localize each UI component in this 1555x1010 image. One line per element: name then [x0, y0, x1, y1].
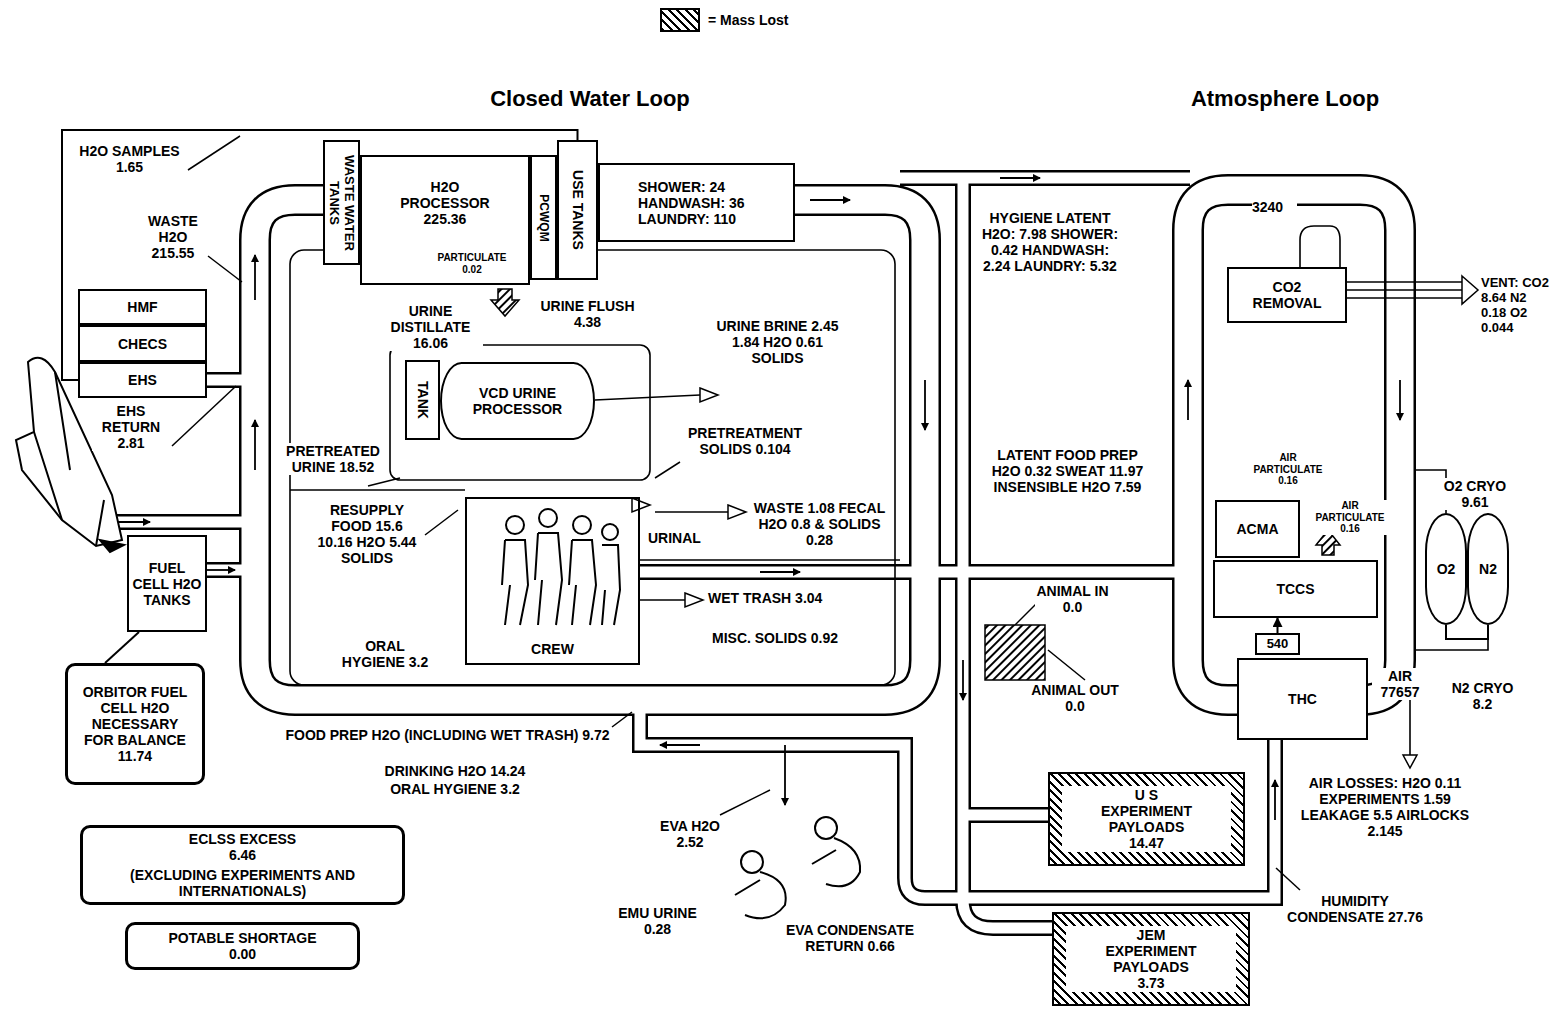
monitor-box: PCWQM [530, 155, 557, 280]
tank-box: TANK [405, 360, 440, 440]
node-text: EHS [128, 372, 157, 388]
node-text: JEM EXPERIMENT PAYLOADS 3.73 [1099, 927, 1204, 991]
flow-label: AIR PARTICULATE 0.16 [1248, 452, 1328, 487]
flow-label: ORAL HYGIENE 3.2 [330, 781, 580, 797]
flow-label: URINAL [648, 530, 718, 546]
subsystem-box: EHS [78, 362, 207, 398]
subsystem-box: HMF [78, 289, 207, 325]
flow-label: URINE DISTILLATE 16.06 [378, 303, 483, 351]
payload-box: U S EXPERIMENT PAYLOADS 14.47 [1048, 772, 1245, 866]
flow-label: AIR PARTICULATE 0.16 [1310, 500, 1390, 535]
connector [1277, 618, 1279, 633]
node-text: CO2 REMOVAL [1247, 279, 1327, 311]
process-box: TCCS [1213, 560, 1378, 618]
gas-tank: O2 [1425, 513, 1467, 625]
flow-label: ANIMAL IN 0.0 [1035, 583, 1110, 615]
flow-label: 3240 [1252, 199, 1297, 215]
flow-lines [290, 226, 1488, 755]
flow-label: MISC. SOLIDS 0.92 [712, 630, 872, 646]
node-text: HMF [127, 299, 157, 315]
section-heading: Atmosphere Loop [1135, 86, 1435, 111]
processor-cylinder: VCD URINE PROCESSOR [440, 362, 595, 440]
node-text: O2 [1437, 561, 1456, 577]
node-text: ORBITOR FUEL CELL H2O NECESSARY FOR BALA… [76, 684, 194, 764]
connector [62, 130, 578, 380]
section-heading: Closed Water Loop [440, 86, 740, 111]
summary-box: POTABLE SHORTAGE 0.00 [125, 922, 360, 970]
flow-label: HYGIENE LATENT H2O: 7.98 SHOWER: 0.42 HA… [980, 210, 1120, 274]
node-text: CHECS [118, 336, 167, 352]
gas-tank: N2 [1467, 513, 1509, 625]
flow-label: O2 CRYO 9.61 [1435, 478, 1515, 510]
node-text: TCCS [1276, 581, 1314, 597]
node-text: 540 [1267, 637, 1289, 651]
pipe-outline [100, 178, 1400, 928]
flow-label: PRETREATED URINE 18.52 [278, 443, 388, 475]
flow-label: AIR 77657 [1372, 668, 1428, 700]
node-text: N2 [1479, 561, 1497, 577]
flow-label: VENT: CO2 8.64 N2 0.18 O2 0.044 [1481, 276, 1549, 336]
node-text: THC [1288, 691, 1317, 707]
node-text: ECLSS EXCESS 6.46 [178, 831, 308, 863]
flow-label: EVA H2O 2.52 [650, 818, 730, 850]
summary-box: ECLSS EXCESS 6.46 (EXCLUDING EXPERIMENTS … [80, 825, 405, 905]
flow-label: EMU URINE 0.28 [610, 905, 705, 937]
payload-box: JEM EXPERIMENT PAYLOADS 3.73 [1052, 912, 1250, 1006]
leader-lines [172, 136, 1300, 890]
flow-label: HUMIDITY CONDENSATE 27.76 [1285, 893, 1425, 925]
flow-label: H2O SAMPLES 1.65 [72, 143, 187, 175]
legend-swatch [660, 8, 700, 32]
flow-arrows [110, 178, 1400, 820]
flow-label: RESUPPLY FOOD 15.6 10.16 H2O 5.44 SOLIDS [312, 502, 422, 566]
node-text: USE TANKS [570, 145, 586, 275]
flow-label: PRETREATMENT SOLIDS 0.104 [670, 425, 820, 457]
node-text: SHOWER: 24 HANDWASH: 36 LAUNDRY: 110 [638, 179, 788, 227]
flow-label: FOOD PREP H2O (INCLUDING WET TRASH) 9.72 [285, 727, 610, 743]
crew-figures [502, 509, 620, 625]
subsystem-box: CHECS [78, 325, 207, 362]
flow-label: WET TRASH 3.04 [708, 590, 848, 606]
node-text: TANK [415, 365, 431, 435]
pipe-interior [100, 178, 1400, 928]
connector [1446, 625, 1488, 639]
node-text: PCWQM [537, 158, 551, 278]
node-text: ACMA [1237, 521, 1279, 537]
flow-label: URINE FLUSH 4.38 [540, 298, 635, 330]
tank-box: USE TANKS [557, 140, 598, 280]
legend-text: = Mass Lost [708, 12, 789, 28]
process-box: CO2 REMOVAL [1227, 267, 1347, 323]
node-text: U S EXPERIMENT PAYLOADS 14.47 [1094, 787, 1199, 851]
node-text: VCD URINE PROCESSOR [468, 385, 568, 417]
node-text: H2O PROCESSOR 225.36 [395, 179, 495, 227]
process-box: ACMA [1215, 500, 1300, 558]
flow-label: N2 CRYO 8.2 [1445, 680, 1520, 712]
flow-label: WASTE H2O 215.55 [140, 213, 206, 261]
node-text: POTABLE SHORTAGE 0.00 [155, 930, 330, 962]
flow-label: AIR LOSSES: H2O 0.11 EXPERIMENTS 1.59 LE… [1290, 775, 1480, 839]
flow-label: DRINKING H2O 14.24 [330, 763, 580, 779]
node-text: CREW [531, 641, 574, 657]
flow-label: ORAL HYGIENE 3.2 [335, 638, 435, 670]
eva-astronauts [735, 817, 860, 918]
process-box: THC [1237, 658, 1368, 740]
connector [105, 632, 139, 663]
node-text: FUEL CELL H2O TANKS [132, 560, 202, 608]
flow-label: WASTE 1.08 FECAL H2O 0.8 & SOLIDS 0.28 [752, 500, 887, 548]
node-text: (EXCLUDING EXPERIMENTS AND INTERNATIONAL… [93, 867, 393, 899]
flow-label: EVA CONDENSATE RETURN 0.66 [775, 922, 925, 954]
flow-label: ANIMAL OUT 0.0 [1030, 682, 1120, 714]
flow-label: EHS RETURN 2.81 [92, 403, 170, 451]
tank-box: FUEL CELL H2O TANKS [127, 535, 207, 632]
crew-box: CREW [465, 497, 640, 665]
use-box: SHOWER: 24 HANDWASH: 36 LAUNDRY: 110 [598, 163, 795, 242]
flow-label: PARTICULATE 0.02 [432, 252, 512, 275]
tank-box: WASTE WATER TANKS [323, 140, 360, 265]
node-text: WASTE WATER TANKS [327, 144, 357, 262]
value-box: 540 [1255, 633, 1300, 655]
note-box: ORBITOR FUEL CELL H2O NECESSARY FOR BALA… [65, 663, 205, 785]
flow-label: LATENT FOOD PREP H2O 0.32 SWEAT 11.97 IN… [985, 447, 1150, 495]
flow-label: URINE BRINE 2.45 1.84 H2O 0.61 SOLIDS [715, 318, 840, 366]
